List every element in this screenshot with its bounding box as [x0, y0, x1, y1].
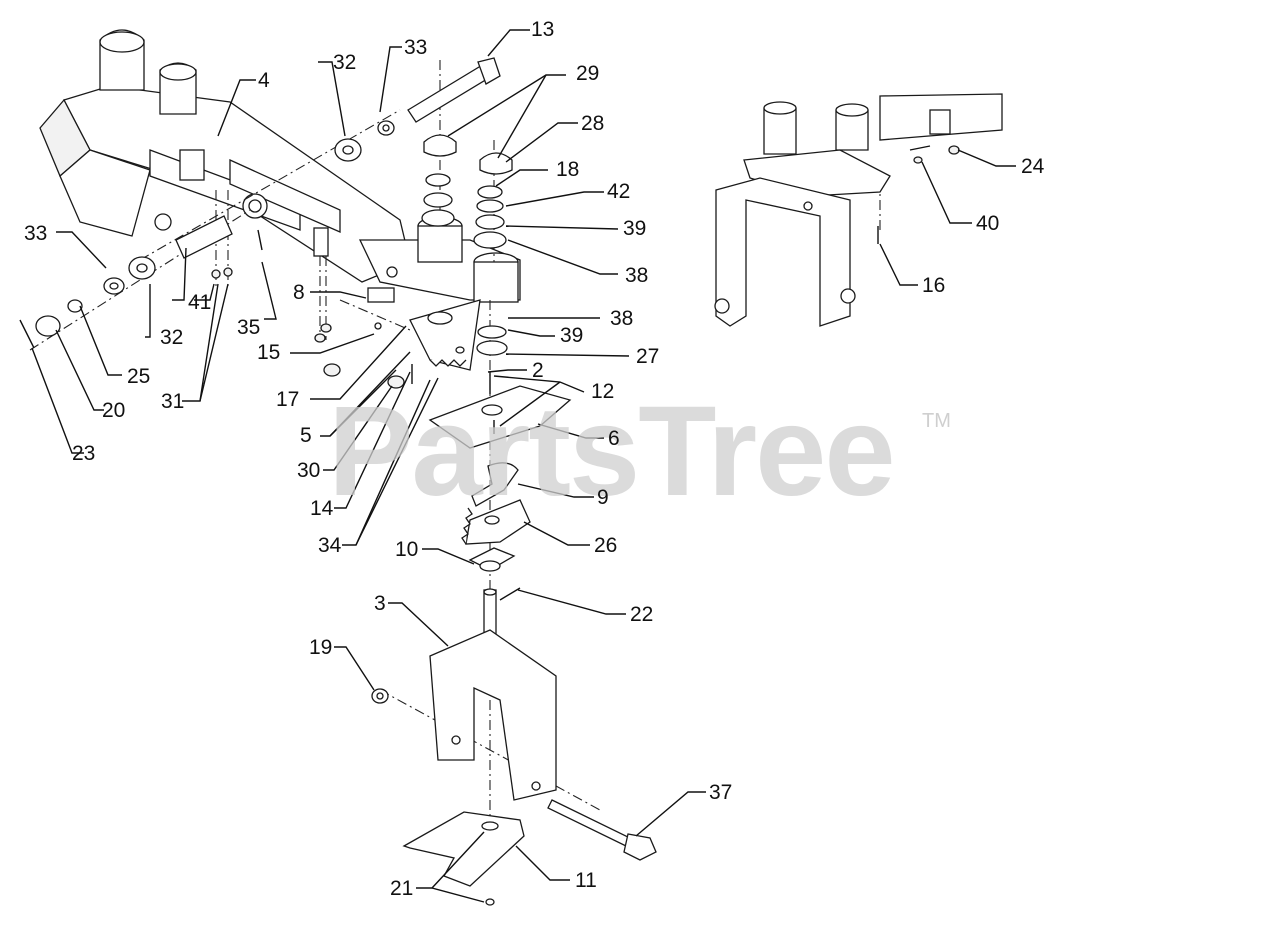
callout-14[interactable]: 14 — [310, 497, 334, 520]
spindle-arm — [358, 216, 521, 303]
nut-20 — [35, 315, 61, 337]
callout-29[interactable]: 29 — [576, 62, 600, 85]
callout-4[interactable]: 4 — [258, 69, 270, 92]
callout-9[interactable]: 9 — [597, 486, 609, 509]
plate-6 — [428, 385, 572, 449]
plate-11 — [402, 811, 525, 887]
assembled-view — [714, 93, 1003, 327]
callout-34[interactable]: 34 — [318, 534, 342, 557]
callout-5[interactable]: 5 — [300, 424, 312, 447]
callout-33[interactable]: 33 — [404, 36, 428, 59]
watermark-trademark: TM — [922, 410, 951, 432]
callout-26[interactable]: 26 — [594, 534, 618, 557]
callout-38[interactable]: 38 — [610, 307, 634, 330]
callout-15[interactable]: 15 — [257, 341, 281, 364]
callout-25[interactable]: 25 — [127, 365, 151, 388]
callout-27[interactable]: 27 — [636, 345, 660, 368]
callout-22[interactable]: 22 — [630, 603, 654, 626]
bolt-37 — [547, 799, 657, 861]
callout-17[interactable]: 17 — [276, 388, 300, 411]
callout-11[interactable]: 11 — [575, 869, 597, 892]
pin-23 — [19, 319, 35, 349]
callout-31[interactable]: 31 — [161, 390, 185, 413]
cap-29a — [423, 134, 457, 157]
watermark-text: PartsTree — [328, 380, 895, 523]
callout-6[interactable]: 6 — [608, 427, 620, 450]
caster-fork-3 — [429, 588, 557, 801]
callout-19[interactable]: 19 — [309, 636, 333, 659]
callout-28[interactable]: 28 — [581, 112, 605, 135]
callout-32[interactable]: 32 — [160, 326, 184, 349]
callout-21[interactable]: 21 — [390, 877, 414, 900]
callout-12[interactable]: 12 — [591, 380, 615, 403]
callout-8[interactable]: 8 — [293, 281, 305, 304]
callout-18[interactable]: 18 — [556, 158, 580, 181]
callout-24[interactable]: 24 — [1021, 155, 1045, 178]
callout-16[interactable]: 16 — [922, 274, 946, 297]
callout-10[interactable]: 10 — [395, 538, 419, 561]
callout-20[interactable]: 20 — [102, 399, 126, 422]
callout-37[interactable]: 37 — [709, 781, 733, 804]
callout-42[interactable]: 42 — [607, 180, 631, 203]
callout-32[interactable]: 32 — [333, 51, 357, 74]
callout-13[interactable]: 13 — [531, 18, 555, 41]
pin-13 — [407, 57, 501, 123]
callout-2[interactable]: 2 — [532, 359, 544, 382]
callout-30[interactable]: 30 — [297, 459, 321, 482]
callout-3[interactable]: 3 — [374, 592, 386, 615]
bushing-41 — [175, 215, 233, 259]
callout-38[interactable]: 38 — [625, 264, 649, 287]
bracket-9 — [471, 462, 519, 507]
pin-22 — [499, 587, 521, 601]
callout-33[interactable]: 33 — [24, 222, 48, 245]
callout-35[interactable]: 35 — [237, 316, 261, 339]
callout-23[interactable]: 23 — [72, 442, 96, 465]
callout-41[interactable]: 41 — [188, 291, 212, 314]
gear-2 — [409, 299, 481, 371]
bracket-8 — [367, 287, 395, 303]
callout-39[interactable]: 39 — [560, 324, 584, 347]
cap-29b — [479, 152, 513, 175]
leader-lines — [31, 29, 1016, 903]
axle-housing — [39, 29, 411, 283]
callout-39[interactable]: 39 — [623, 217, 647, 240]
gear-26 — [461, 499, 531, 545]
callout-40[interactable]: 40 — [976, 212, 1000, 235]
